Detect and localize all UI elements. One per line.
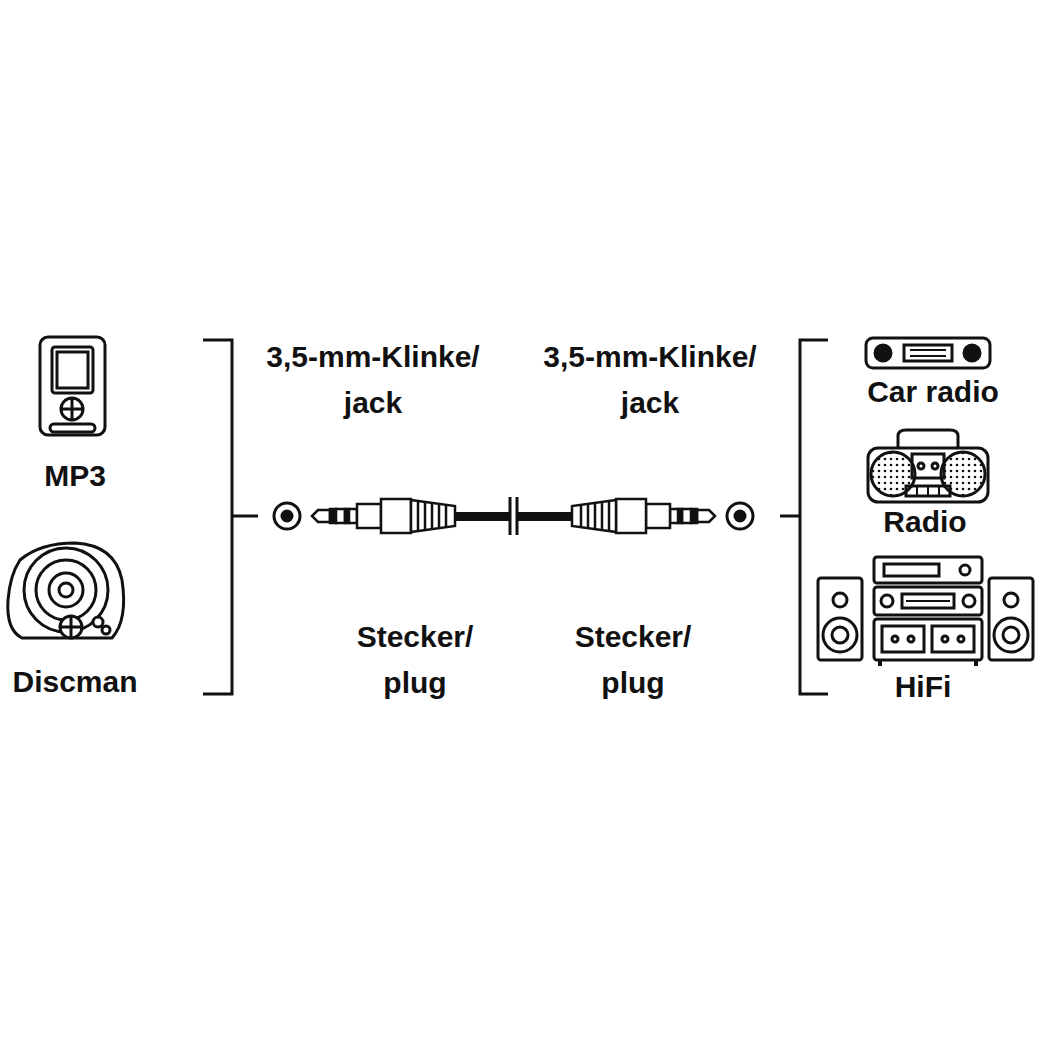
illustration <box>8 337 1033 694</box>
car-radio-icon <box>866 338 990 368</box>
radio-icon <box>917 486 939 496</box>
radio-icon <box>871 452 915 496</box>
hifi-icon <box>818 557 1033 666</box>
mp3-player-icon <box>50 424 95 432</box>
hifi-icon <box>833 593 847 607</box>
part-label: HiFi <box>895 664 952 710</box>
part-label: 3,5-mm-Klinke/ jack <box>533 334 768 426</box>
car-radio-icon <box>866 338 990 368</box>
hifi-icon <box>882 626 924 652</box>
jack-socket <box>282 511 292 521</box>
discman-icon <box>36 560 96 620</box>
car-radio-icon <box>964 345 980 361</box>
jack-plug <box>312 510 330 522</box>
radio-icon <box>918 463 924 469</box>
radio-icon <box>898 430 958 448</box>
cable-break <box>510 497 517 535</box>
bracket <box>780 515 800 518</box>
part-label: Stecker/ plug <box>345 614 485 706</box>
radio-icon <box>868 430 988 502</box>
hifi-icon <box>908 636 914 642</box>
hifi-icon <box>963 595 975 607</box>
hifi-icon <box>818 578 862 660</box>
jack-plug <box>418 501 446 531</box>
hifi-icon <box>1004 593 1018 607</box>
jack-plug <box>357 504 381 528</box>
part-label: Radio <box>883 499 966 545</box>
radio-icon <box>912 454 944 478</box>
jack-socket <box>727 503 753 529</box>
discman-icon <box>60 616 82 638</box>
hifi-icon <box>989 578 1033 660</box>
jack-plug <box>516 499 715 533</box>
hifi-icon <box>881 595 893 607</box>
hifi-icon <box>994 618 1028 652</box>
part-label: MP3 <box>44 453 106 499</box>
hifi-icon <box>880 660 976 666</box>
jack-socket <box>274 503 300 529</box>
hifi-icon <box>942 636 948 642</box>
bracket <box>203 340 828 694</box>
jack-plug <box>516 499 715 533</box>
part-label: Stecker/ plug <box>563 614 703 706</box>
mp3-player-icon <box>57 352 88 388</box>
part-label: Discman <box>12 659 137 705</box>
discman-icon <box>93 617 103 627</box>
bracket <box>232 515 258 518</box>
part-label: Car radio <box>867 369 999 415</box>
jack-plug <box>336 509 345 523</box>
hifi-icon <box>902 594 954 608</box>
hifi-icon <box>874 557 982 583</box>
hifi-icon <box>832 627 848 643</box>
cable-break <box>510 497 517 535</box>
jack-plug <box>411 500 455 532</box>
discman-icon <box>8 543 124 638</box>
car-radio-icon <box>904 345 952 361</box>
mp3-player-icon <box>61 398 83 420</box>
radio-icon <box>932 463 938 469</box>
mp3-player-icon <box>40 337 105 435</box>
hifi-icon <box>1003 627 1019 643</box>
radio-icon <box>941 452 985 496</box>
discman-icon <box>8 543 124 638</box>
car-radio-icon <box>910 350 946 356</box>
discman-icon <box>49 573 83 607</box>
bracket <box>203 340 232 694</box>
car-radio-icon <box>875 345 891 361</box>
hifi-icon <box>884 564 939 576</box>
hifi-icon <box>823 618 857 652</box>
hifi-icon <box>892 636 898 642</box>
hifi-icon <box>960 565 970 575</box>
hifi-icon <box>874 587 982 615</box>
radio-icon <box>868 448 988 502</box>
discman-icon <box>60 616 82 638</box>
hifi-icon <box>932 626 974 652</box>
jack-plug <box>381 499 411 533</box>
mp3-player-icon <box>61 398 83 420</box>
hifi-icon <box>958 636 964 642</box>
discman-icon <box>102 626 110 634</box>
mp3-player-icon <box>40 337 105 435</box>
part-label: 3,5-mm-Klinke/ jack <box>256 334 491 426</box>
radio-icon <box>906 486 950 496</box>
jack-plug <box>312 499 511 533</box>
jack-socket <box>735 511 745 521</box>
hifi-icon <box>906 600 950 602</box>
mp3-player-icon <box>52 347 93 393</box>
jack-plug <box>455 512 511 521</box>
hifi-icon <box>874 619 982 660</box>
discman-icon <box>59 583 73 597</box>
